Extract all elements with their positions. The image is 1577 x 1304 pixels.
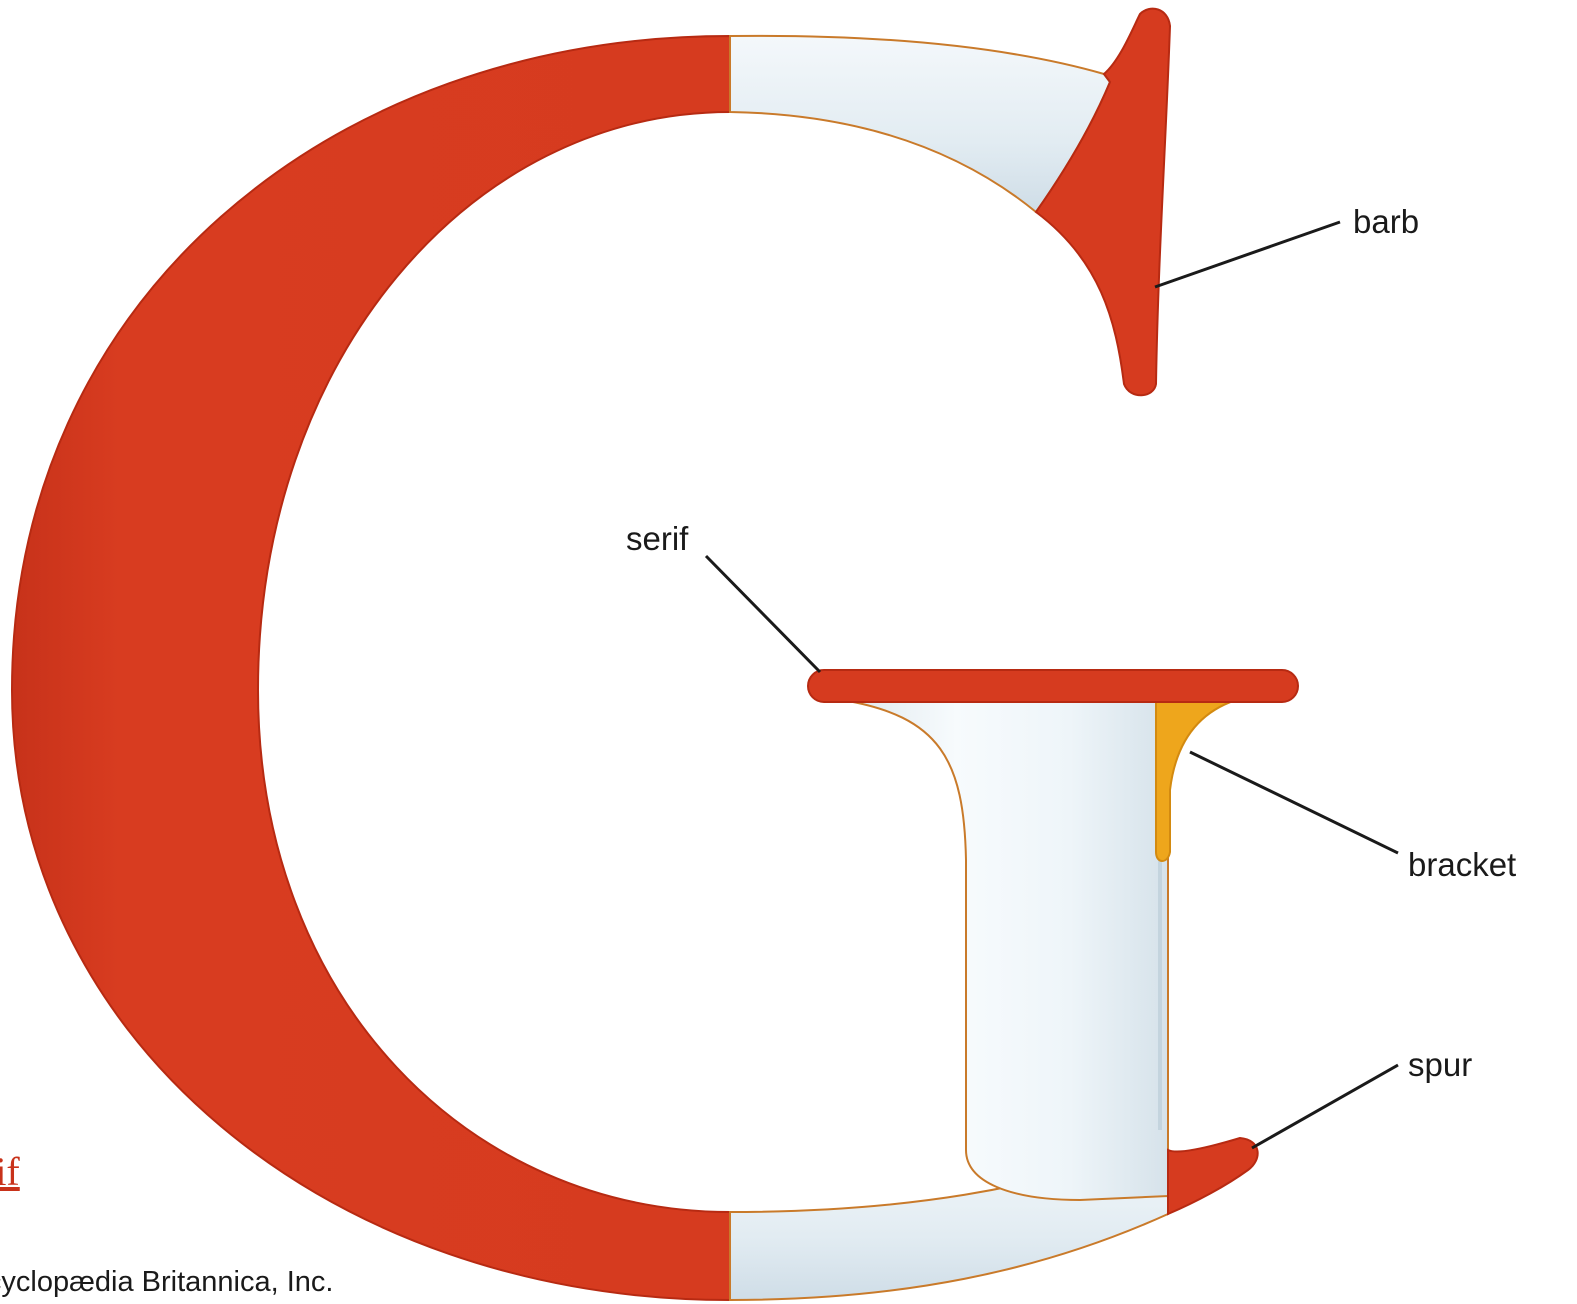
leader-barb <box>1155 222 1340 287</box>
leader-spur <box>1252 1065 1398 1148</box>
copyright-credit: © Encyclopædia Britannica, Inc. <box>0 1266 333 1299</box>
label-barb: barb <box>1353 203 1419 241</box>
g-bowl-stroke <box>12 36 730 1300</box>
label-serif: serif <box>626 520 688 558</box>
leader-bracket <box>1190 752 1398 853</box>
serif-link[interactable]: Serif <box>0 1148 20 1195</box>
g-bracket <box>1156 700 1236 861</box>
label-bracket: bracket <box>1408 846 1516 884</box>
g-spur <box>1168 1138 1258 1214</box>
g-stem <box>842 700 1168 1214</box>
g-serif <box>808 670 1298 702</box>
label-spur: spur <box>1408 1046 1472 1084</box>
leader-serif <box>706 556 820 672</box>
